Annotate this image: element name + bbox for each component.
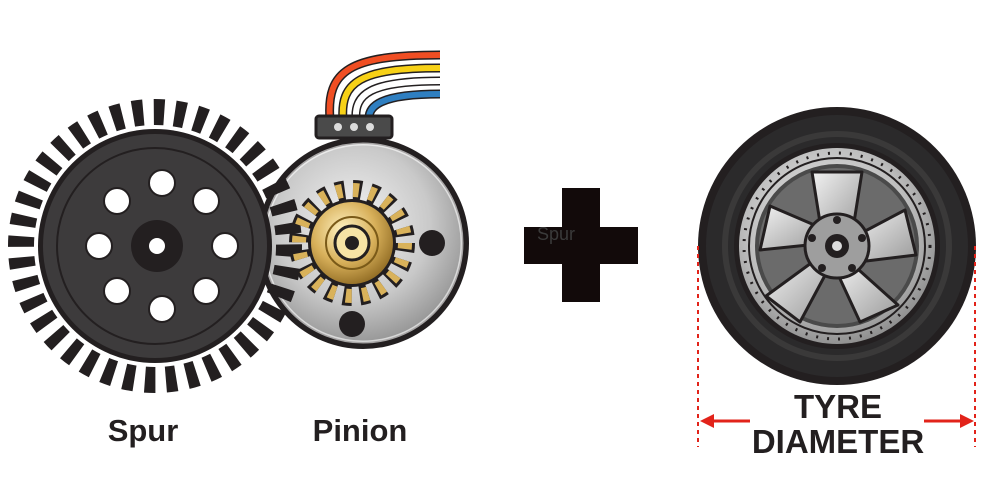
wheel-rim-icon <box>734 143 940 349</box>
pinion-label: Pinion <box>312 413 408 448</box>
measurement-arrow-icon <box>697 246 976 447</box>
spur-gear-icon <box>8 99 302 393</box>
motor-wires-icon <box>325 50 441 121</box>
pinion-gear-icon <box>289 180 415 306</box>
spur-label: Spur <box>107 413 179 448</box>
plus-overlay-text: Spur <box>537 224 576 244</box>
plus-icon <box>524 188 638 302</box>
tyre-diameter-label-line1: TYRE <box>793 388 882 425</box>
tyre-diameter-label-line2: DIAMETER <box>751 423 925 460</box>
